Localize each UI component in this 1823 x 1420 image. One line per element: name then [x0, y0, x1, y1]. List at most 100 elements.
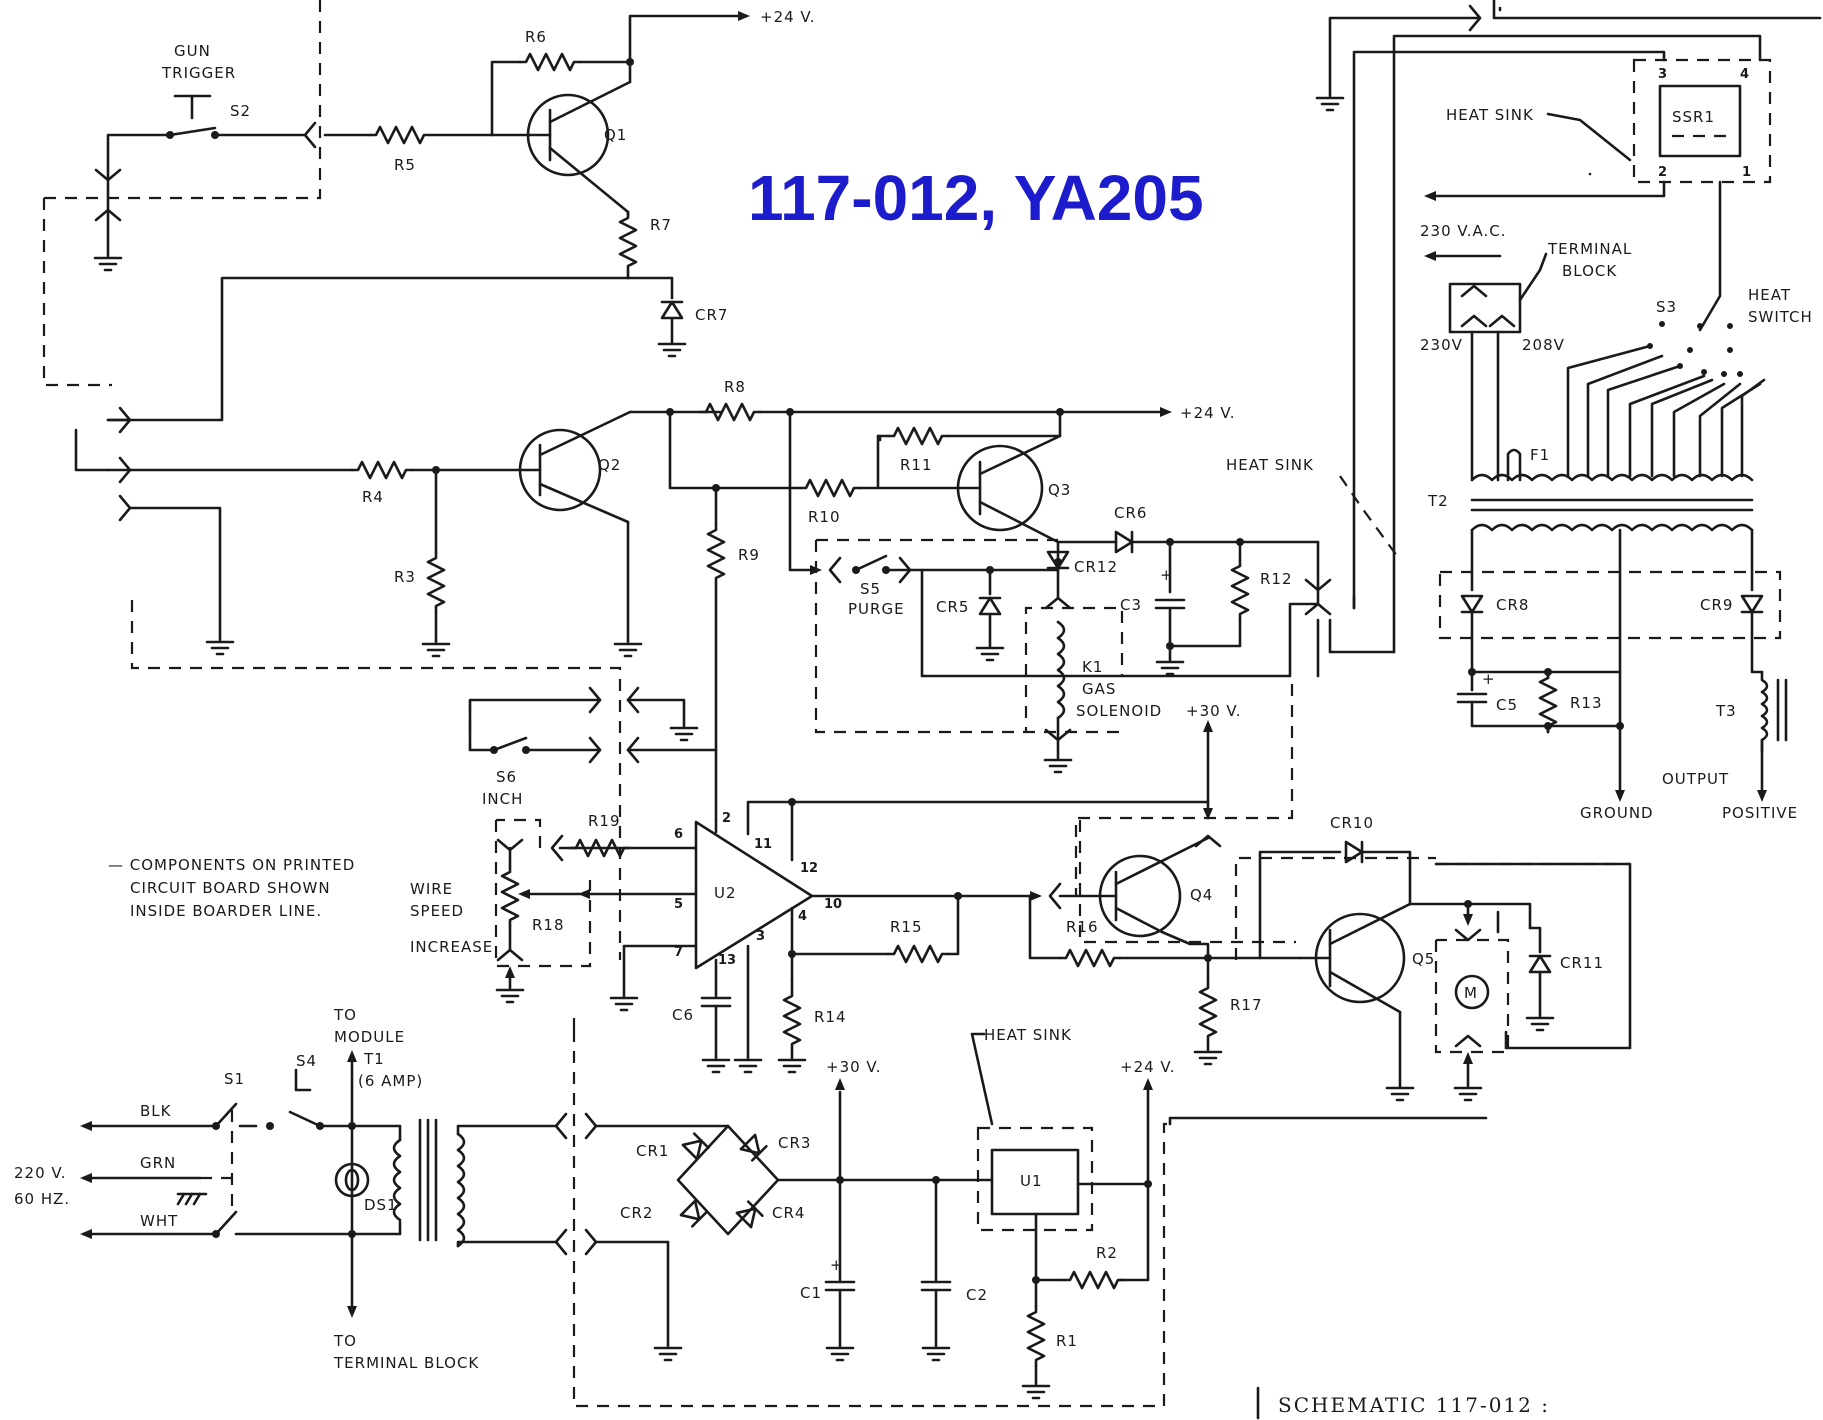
purge-label: PURGE	[848, 600, 905, 618]
purge-solenoid-section: S5 PURGE CR5 CR12 K1 GAS SOLENOID + C3	[788, 410, 1332, 774]
hz60-label: 60 HZ.	[14, 1190, 70, 1208]
speed-label: SPEED	[410, 902, 464, 920]
u2-pin6: 6	[674, 827, 683, 842]
mains-section: TO MODULE TO TERMINAL BLOCK S1 S4 T1 (6 …	[14, 1006, 1170, 1408]
u2-pin5: 5	[674, 897, 683, 912]
plus24-bot-label: +24 V.	[1120, 1058, 1176, 1076]
to-tb-label-2: TERMINAL BLOCK	[333, 1354, 479, 1372]
c3-plus: +	[1160, 566, 1174, 584]
v220-label: 220 V.	[14, 1164, 67, 1182]
r1-label: R1	[1056, 1332, 1078, 1350]
cr5-label: CR5	[936, 598, 969, 616]
gun-trigger-section: GUN TRIGGER S2 R5 R6 +24 V. Q1	[42, 0, 816, 422]
r3-label: R3	[394, 568, 416, 586]
u2-label: U2	[714, 884, 737, 902]
plus24-mid-label: +24 V.	[1180, 404, 1236, 422]
legend-line-2: CIRCUIT BOARD SHOWN	[130, 879, 331, 897]
motor-label: M	[1464, 984, 1478, 1002]
s5-label: S5	[860, 580, 881, 598]
ssr-heat-sink-box	[1632, 58, 1772, 184]
plus24-top-label: +24 V.	[760, 8, 816, 26]
r10-label: R10	[808, 508, 841, 526]
cr4-label: CR4	[772, 1204, 805, 1222]
q4-label: Q4	[1190, 886, 1213, 904]
r4-label: R4	[362, 488, 384, 506]
plus30-mid-label: +30 V.	[1186, 702, 1242, 720]
output-label: OUTPUT	[1662, 770, 1729, 788]
c5-plus: +	[1482, 670, 1496, 688]
motor-drive-section: Q4 R16 R17 CR10 Q5 M	[1028, 814, 1632, 1102]
cr1-label: CR1	[636, 1142, 669, 1160]
u2-pin12: 12	[800, 861, 818, 876]
cr11-label: CR11	[1560, 954, 1604, 972]
ssr1-device	[1658, 84, 1742, 158]
schematic-caption: SCHEMATIC 117-012 :	[1278, 1393, 1550, 1417]
cr3-label: CR3	[778, 1134, 811, 1152]
s3-label: S3	[1656, 298, 1677, 316]
cr12-label: CR12	[1074, 558, 1118, 576]
motor-symbol	[1454, 974, 1490, 1010]
ds1-lamp	[334, 1162, 370, 1198]
s2-label: S2	[230, 102, 251, 120]
rectifier-heat-sink	[1438, 570, 1782, 640]
r15-label: R15	[890, 918, 923, 936]
gun-label: GUN	[174, 42, 211, 60]
r13-label: R13	[1570, 694, 1603, 712]
heat-switch-label-1: HEAT	[1748, 286, 1791, 304]
u2-pin7: 7	[674, 945, 683, 960]
s1-label: S1	[224, 1070, 245, 1088]
r2-label: R2	[1096, 1244, 1118, 1262]
to-module-label-2: MODULE	[334, 1028, 405, 1046]
heat-sink-bot-label: HEAT SINK	[984, 1026, 1072, 1044]
ssr-pin4: 4	[1740, 67, 1749, 82]
c3-label: C3	[1120, 596, 1142, 614]
r19-label: R19	[588, 812, 621, 830]
increase-label: INCREASE	[410, 938, 493, 956]
wire-label: WIRE	[410, 880, 453, 898]
t1-label: T1	[363, 1050, 385, 1068]
cr6-label: CR6	[1114, 504, 1147, 522]
gas-label: GAS	[1082, 680, 1116, 698]
r14-label: R14	[814, 1008, 847, 1026]
vac230-label: 230 V.A.C.	[1420, 222, 1507, 240]
cr10-label: CR10	[1330, 814, 1374, 832]
u2-pin13: 13	[718, 953, 736, 968]
k1-label: K1	[1082, 658, 1103, 676]
r9-label: R9	[738, 546, 760, 564]
solenoid-label: SOLENOID	[1076, 702, 1162, 720]
c1-label: C1	[800, 1284, 822, 1302]
cr2-label: CR2	[620, 1204, 653, 1222]
ssr-pin2: 2	[1658, 165, 1667, 180]
v208-label: 208V	[1522, 336, 1565, 354]
q2-label: Q2	[598, 456, 621, 474]
t1-rating-label: (6 AMP)	[358, 1072, 423, 1090]
to-module-label-1: TO	[333, 1006, 357, 1024]
ssr-pin3: 3	[1658, 67, 1667, 82]
s6-label: S6	[496, 768, 517, 786]
heat-switch-contacts	[1647, 321, 1743, 377]
cr7-label: CR7	[695, 306, 728, 324]
wht-label: WHT	[140, 1212, 178, 1230]
q3-label: Q3	[1048, 481, 1071, 499]
block-label: BLOCK	[1562, 262, 1617, 280]
to-tb-label-1: TO	[333, 1332, 357, 1350]
r12-label: R12	[1260, 570, 1293, 588]
c2-label: C2	[966, 1286, 988, 1304]
s4-label: S4	[296, 1052, 317, 1070]
r5-label: R5	[394, 156, 416, 174]
r17-label: R17	[1230, 996, 1263, 1014]
positive-label: POSITIVE	[1722, 804, 1798, 822]
heat-sink-mid-label: HEAT SINK	[1226, 456, 1314, 474]
u1-label: U1	[1020, 1172, 1043, 1190]
heat-sink-top-label: HEAT SINK	[1446, 106, 1534, 124]
grn-label: GRN	[140, 1154, 176, 1172]
q5-label: Q5	[1412, 950, 1435, 968]
ssr-pin1: 1	[1742, 165, 1751, 180]
heat-switch-label-2: SWITCH	[1748, 308, 1813, 326]
q2-section: R4 R3 Q2 R8 +24 V. R11	[74, 378, 1332, 822]
plus30-bot-label: +30 V.	[826, 1058, 882, 1076]
terminal-label: TERMINAL	[1547, 240, 1632, 258]
regulator-section: CR1 CR2 CR3 CR4 +30 V. + C1 C2 HEAT SINK…	[572, 1010, 1488, 1400]
v230-label: 230V	[1420, 336, 1463, 354]
r16-label: R16	[1066, 918, 1099, 936]
